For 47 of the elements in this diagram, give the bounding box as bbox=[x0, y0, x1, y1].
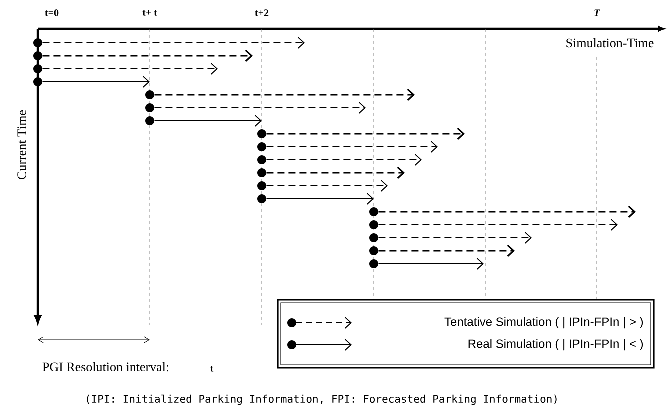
arrow bbox=[266, 141, 438, 153]
arrow bbox=[378, 206, 636, 218]
start-dot bbox=[370, 234, 378, 242]
arrow bbox=[378, 219, 618, 231]
start-dot bbox=[146, 90, 154, 100]
interval-label: t bbox=[210, 366, 214, 372]
arrow bbox=[378, 258, 484, 270]
arrow bbox=[154, 88, 415, 102]
arrow bbox=[266, 128, 465, 140]
start-dot bbox=[146, 104, 154, 112]
arrow bbox=[378, 244, 515, 258]
time-label: t+2 bbox=[255, 10, 269, 16]
start-dot bbox=[146, 116, 154, 126]
start-dot bbox=[258, 156, 266, 164]
start-dot bbox=[258, 130, 266, 138]
arrow bbox=[42, 76, 150, 88]
arrow bbox=[154, 115, 262, 127]
start-dot bbox=[258, 182, 266, 190]
arrow bbox=[378, 232, 532, 244]
arrow bbox=[154, 102, 366, 114]
start-dot bbox=[370, 208, 378, 216]
arrow bbox=[266, 154, 422, 166]
time-label: t=0 bbox=[45, 10, 59, 16]
start-dot bbox=[258, 168, 266, 178]
caption: (IPI: Initialized Parking Information, FPI: Forecasted Parking Information) bbox=[87, 394, 557, 406]
arrow bbox=[266, 180, 388, 192]
start-dot bbox=[258, 142, 266, 152]
axis-label: Simulation-Time bbox=[566, 38, 654, 48]
legend-text: Real Simulation ( | IPIn-FPIn | < ) bbox=[468, 339, 644, 351]
arrow bbox=[266, 166, 405, 180]
axis-label: Current Time bbox=[18, 110, 26, 180]
legend-text: Tentative Simulation ( | IPIn-FPIn | > ) bbox=[444, 317, 644, 329]
start-dot bbox=[370, 220, 378, 230]
time-label: t+ t bbox=[142, 10, 158, 16]
start-dot bbox=[370, 246, 378, 256]
arrow bbox=[42, 50, 253, 62]
interval-label: PGI Resolution interval: bbox=[42, 362, 169, 372]
start-dot bbox=[34, 64, 42, 74]
start-dot bbox=[258, 194, 266, 204]
time-label: T bbox=[594, 10, 600, 16]
start-dot bbox=[34, 52, 42, 60]
arrow bbox=[42, 37, 305, 49]
arrow bbox=[42, 63, 218, 75]
start-dot bbox=[34, 38, 42, 48]
start-dot bbox=[34, 78, 42, 86]
start-dot bbox=[370, 260, 378, 268]
arrow bbox=[266, 193, 374, 205]
